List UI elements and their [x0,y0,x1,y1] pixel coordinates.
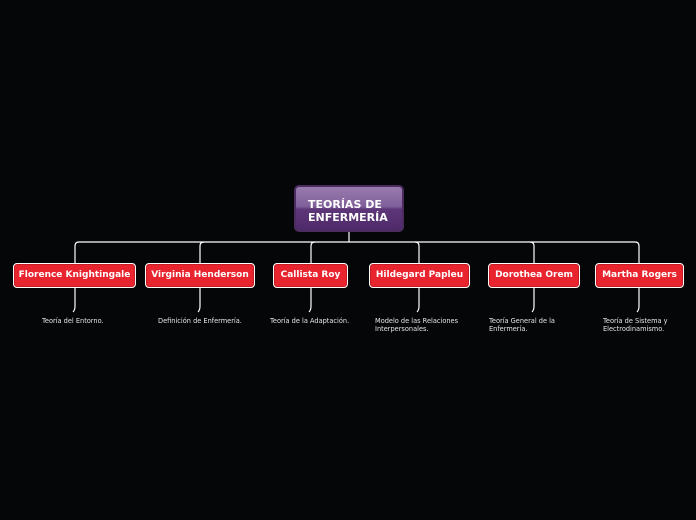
connector-to-leaf-6 [636,288,640,313]
leaf-topic-callista-roy[interactable]: Teoría de la Adaptación. [270,317,350,325]
leaf-topic-virginia-henderson[interactable]: Definición de Enfermería. [158,317,242,325]
branch-node-florence-knightingale[interactable]: Florence Knightingale [13,263,136,288]
connector-to-leaf-4 [416,288,420,313]
branch-node-virginia-henderson[interactable]: Virginia Henderson [145,263,255,288]
branch-node-dorothea-orem[interactable]: Dorothea Orem [488,263,580,288]
leaf-topic-martha-rogers[interactable]: Teoría de Sistema y Electrodinamismo. [603,317,668,333]
root-topic-node[interactable]: TEORÍAS DE ENFERMERÍA [294,185,404,232]
leaf-topic-hildegard-papleu[interactable]: Modelo de las Relaciones Interpersonales… [375,317,459,333]
connector-to-branch-5 [529,241,535,263]
connector-to-leaf-3 [308,288,312,313]
branch-node-callista-roy[interactable]: Callista Roy [273,263,348,288]
connector-to-branch-1 [74,241,80,263]
leaf-topic-dorothea-orem[interactable]: Teoría General de la Enfermería. [489,317,555,333]
connector-to-leaf-5 [531,288,535,313]
connector-to-branch-6 [634,241,640,263]
branch-node-martha-rogers[interactable]: Martha Rogers [595,263,684,288]
connector-to-leaf-2 [197,288,201,313]
connector-to-leaf-1 [72,288,76,313]
connector-to-branch-4 [414,241,420,263]
connector-to-branch-2 [199,241,205,263]
branch-node-hildegard-papleu[interactable]: Hildegard Papleu [369,263,470,288]
leaf-topic-florence-knightingale[interactable]: Teoría del Entorno. [42,317,104,325]
connector-to-branch-3 [310,241,316,263]
